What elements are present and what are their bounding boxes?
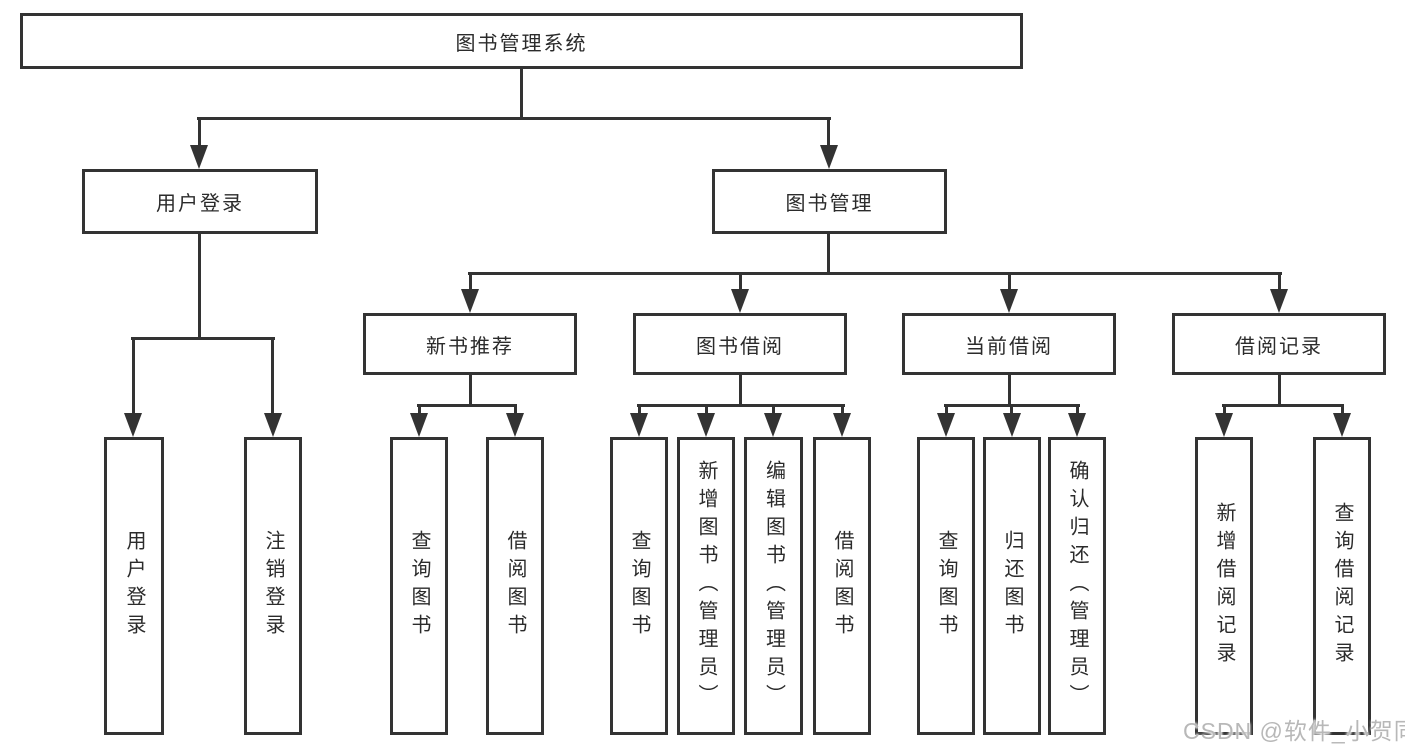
- connector-drop: [1008, 375, 1011, 407]
- arrow-down-icon: [506, 413, 524, 437]
- connector-stub-leaf: [132, 337, 135, 414]
- connector-stub-leaf: [1223, 404, 1226, 414]
- connector-stub-leaf: [945, 404, 948, 414]
- arrow-down-icon: [937, 413, 955, 437]
- leaf-return-book: 归还图书: [983, 437, 1041, 735]
- arrow-down-icon: [1270, 289, 1288, 313]
- leaf-query-books-recommend: 查询图书: [390, 437, 448, 735]
- leaf-borrow-books: 借阅图书: [813, 437, 871, 735]
- connector-drop: [739, 375, 742, 407]
- node-book-management: 图书管理: [712, 169, 947, 234]
- connector-horizontal: [1222, 404, 1344, 407]
- connector-stub-leaf: [772, 404, 775, 414]
- arrow-down-icon: [461, 289, 479, 313]
- connector-stub-leaf: [841, 404, 844, 414]
- connector-stub-level3: [739, 272, 742, 290]
- leaf-add-book-admin: 新增图书（管理员）: [677, 437, 735, 735]
- leaf-user-login: 用户登录: [104, 437, 164, 735]
- connector-stub-leaf: [705, 404, 708, 414]
- connector-level3-horizontal: [468, 272, 1282, 275]
- arrow-down-icon: [820, 145, 838, 169]
- arrow-down-icon: [1000, 289, 1018, 313]
- leaf-borrow-books-recommend: 借阅图书: [486, 437, 544, 735]
- arrow-down-icon: [764, 413, 782, 437]
- arrow-down-icon: [1215, 413, 1233, 437]
- connector-stub-book-management: [827, 117, 830, 146]
- connector-stub-user-login: [198, 117, 201, 146]
- connector-horizontal: [637, 404, 845, 407]
- connector-level2-horizontal: [197, 117, 831, 120]
- arrow-down-icon: [124, 413, 142, 437]
- watermark: CSDN @软件_小贺同学: [1183, 718, 1405, 744]
- connector-stub-leaf: [1341, 404, 1344, 414]
- node-current-borrow: 当前借阅: [902, 313, 1116, 375]
- node-borrow-records: 借阅记录: [1172, 313, 1386, 375]
- connector-root-drop: [520, 69, 523, 117]
- connector-stub-level3: [1278, 272, 1281, 290]
- connector-user-login-horizontal: [131, 337, 275, 340]
- connector-stub-leaf: [271, 337, 274, 414]
- leaf-confirm-return-admin: 确认归还（管理员）: [1048, 437, 1106, 735]
- connector-stub-leaf: [1076, 404, 1079, 414]
- connector-stub-leaf: [418, 404, 421, 414]
- arrow-down-icon: [190, 145, 208, 169]
- arrow-down-icon: [731, 289, 749, 313]
- connector-stub-level3: [469, 272, 472, 290]
- connector-drop: [1278, 375, 1281, 407]
- connector-horizontal: [417, 404, 517, 407]
- connector-stub-level3: [1008, 272, 1011, 290]
- connector-stub-leaf: [514, 404, 517, 414]
- node-book-borrow: 图书借阅: [633, 313, 847, 375]
- leaf-edit-book-admin: 编辑图书（管理员）: [744, 437, 803, 735]
- connector-stub-leaf: [1010, 404, 1013, 414]
- leaf-add-borrow-record: 新增借阅记录: [1195, 437, 1253, 735]
- connector-stub-leaf: [638, 404, 641, 414]
- arrow-down-icon: [697, 413, 715, 437]
- arrow-down-icon: [833, 413, 851, 437]
- arrow-down-icon: [1003, 413, 1021, 437]
- arrow-down-icon: [630, 413, 648, 437]
- arrow-down-icon: [264, 413, 282, 437]
- connector-drop: [469, 375, 472, 407]
- leaf-logout: 注销登录: [244, 437, 302, 735]
- arrow-down-icon: [1068, 413, 1086, 437]
- leaf-query-books-current: 查询图书: [917, 437, 975, 735]
- connector-book-management-drop: [827, 234, 830, 275]
- leaf-query-books-borrow: 查询图书: [610, 437, 668, 735]
- node-user-login: 用户登录: [82, 169, 318, 234]
- connector-user-login-drop: [198, 234, 201, 340]
- arrow-down-icon: [410, 413, 428, 437]
- leaf-query-borrow-record: 查询借阅记录: [1313, 437, 1371, 735]
- node-new-book-recommend: 新书推荐: [363, 313, 577, 375]
- node-root-library-system: 图书管理系统: [20, 13, 1023, 69]
- arrow-down-icon: [1333, 413, 1351, 437]
